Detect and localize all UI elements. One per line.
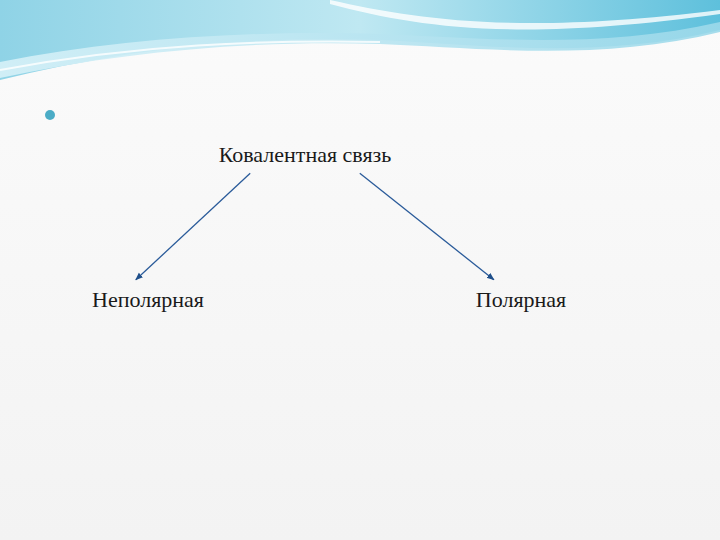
bullet-dot (45, 110, 55, 120)
arrow-connector (136, 173, 250, 280)
header-streak (330, 0, 720, 29)
header-wave-light (0, 22, 720, 78)
node-label: Полярная (476, 287, 566, 313)
arrow-connector (360, 173, 494, 280)
branch-term: Полярная (471, 284, 571, 316)
node-label: Неполярная (92, 287, 204, 313)
root-term: Ковалентная связь (214, 139, 397, 171)
header-streak (0, 42, 380, 70)
node-label: Ковалентная связь (219, 142, 392, 168)
header-wave (0, 0, 720, 80)
branch-term: Неполярная (87, 284, 209, 316)
